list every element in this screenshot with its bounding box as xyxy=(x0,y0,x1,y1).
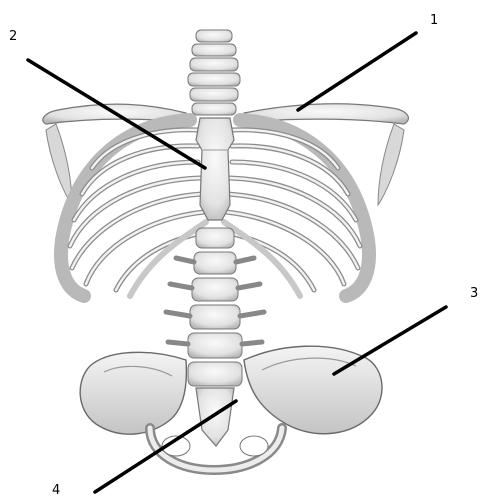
skeleton-illustration xyxy=(43,30,409,470)
label-2: 2 xyxy=(9,29,17,44)
sternum xyxy=(196,118,234,220)
ribs-right-highlight xyxy=(224,130,360,290)
ribs-left-highlight xyxy=(70,130,206,290)
label-1: 1 xyxy=(430,13,438,28)
leader-line-1 xyxy=(298,33,416,110)
leader-line-3 xyxy=(334,307,446,374)
label-3: 3 xyxy=(470,286,478,301)
label-4: 4 xyxy=(52,483,60,498)
cervical-spine xyxy=(188,30,240,115)
